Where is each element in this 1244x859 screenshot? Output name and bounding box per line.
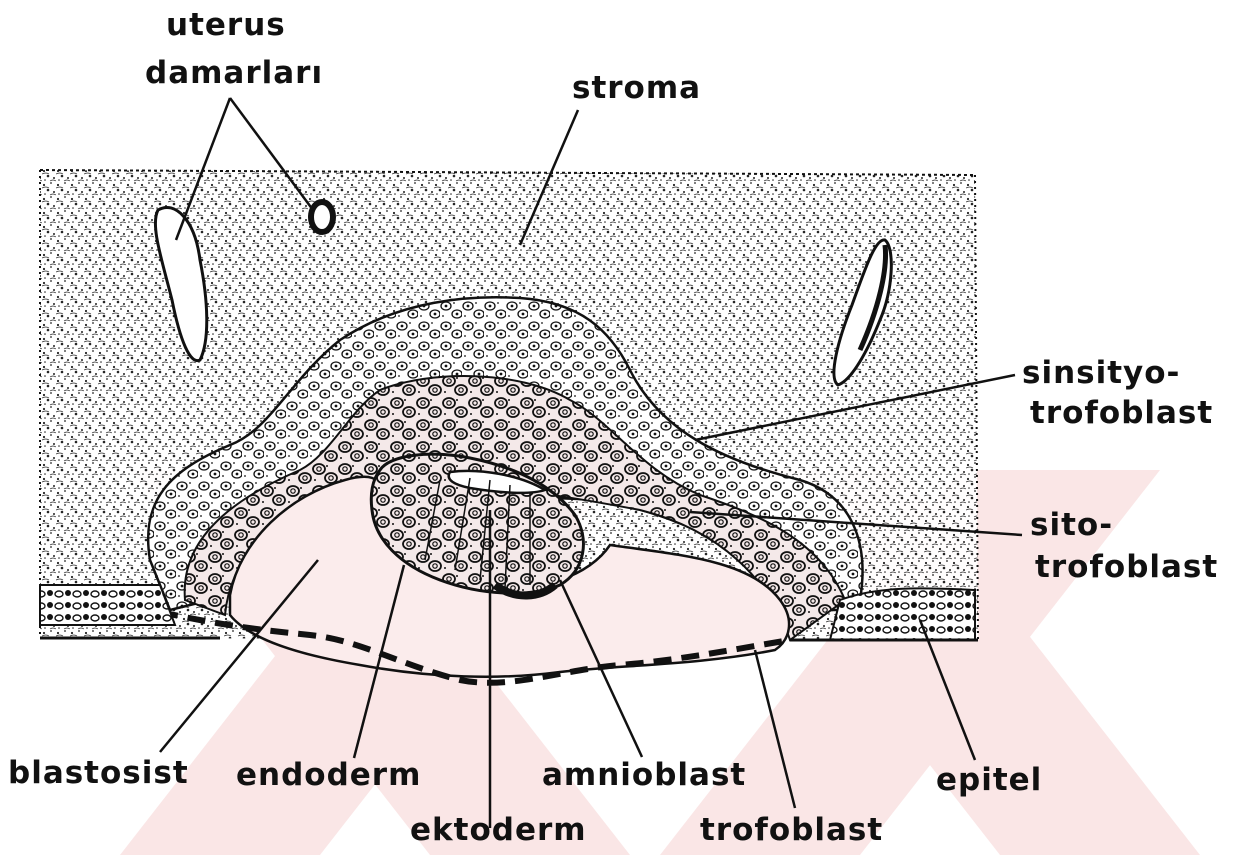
label-uterus-line2: damarları <box>145 58 323 89</box>
label-endoderm: endoderm <box>236 760 421 791</box>
label-blastosist: blastosist <box>8 758 189 789</box>
label-epitel: epitel <box>936 765 1042 796</box>
label-sito-line2: trofoblast <box>1035 552 1218 583</box>
label-sinsityo-line2: trofoblast <box>1030 398 1213 429</box>
label-uterus-line1: uterus <box>166 10 286 41</box>
label-trofoblast: trofoblast <box>700 815 883 846</box>
label-stroma: stroma <box>572 73 701 104</box>
label-ektoderm: ektoderm <box>410 815 587 846</box>
label-sito-line1: sito- <box>1030 510 1113 541</box>
label-sinsityo-line1: sinsityo- <box>1022 358 1180 389</box>
label-amnioblast: amnioblast <box>542 760 746 791</box>
